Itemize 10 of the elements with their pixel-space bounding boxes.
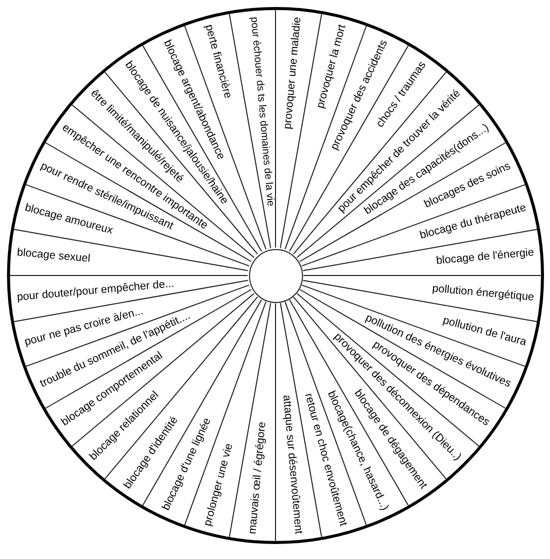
sector-label: pour douter/pour empêcher de... (17, 278, 176, 304)
sector-label: pollution énergétique (431, 284, 534, 304)
sector-label: pour échouer ds ts les domaines de la vie (248, 17, 275, 208)
sector-label: prolonger une vie (203, 442, 236, 528)
sector-label: provoquer une maladie (282, 17, 304, 130)
sector-label: blocage sexuel (17, 247, 92, 265)
sector-label: blocage de l'énergie (435, 247, 534, 267)
sector-label: mauvais œil / égrégore (247, 420, 268, 534)
sector-label: pollution de l'aura (441, 315, 528, 348)
sector-label: attaque sur désenvoûtement (280, 394, 304, 534)
